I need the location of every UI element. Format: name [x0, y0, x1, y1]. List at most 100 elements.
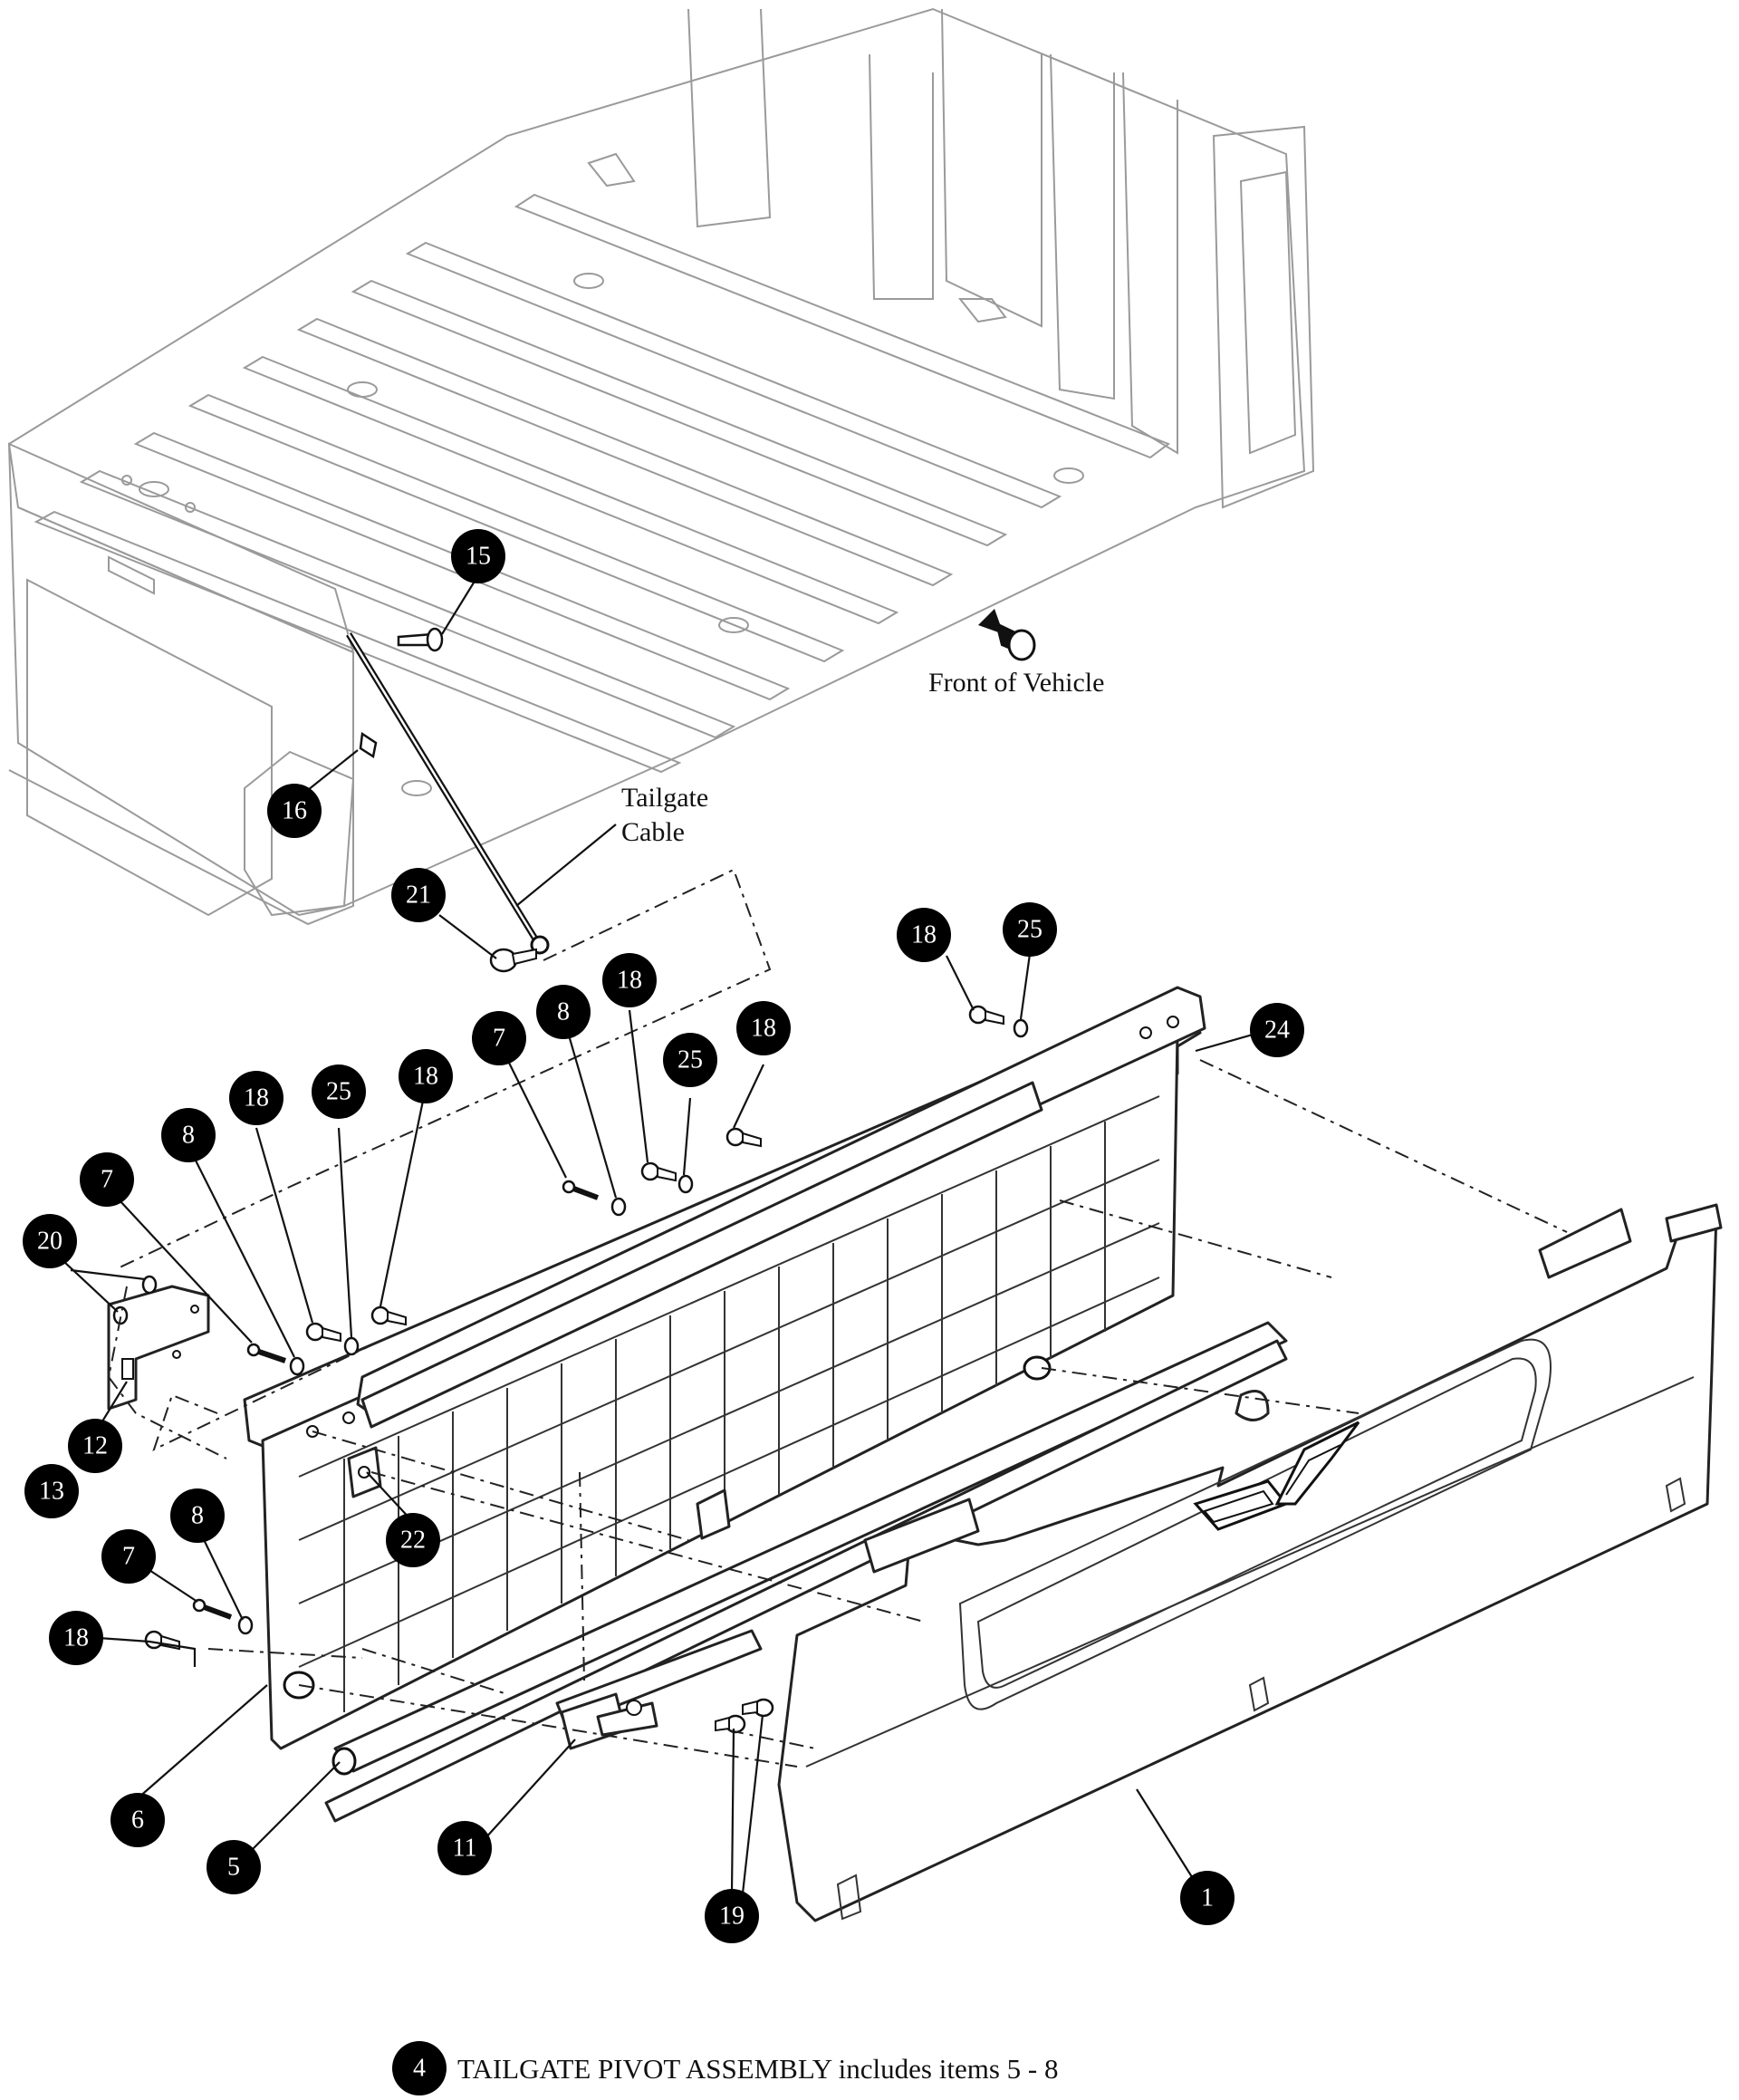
bed-right-post — [1212, 125, 1315, 509]
cargo-bed-drawing — [7, 7, 1315, 926]
washer-icon — [289, 1356, 305, 1376]
tailgate-outer-panel — [777, 1203, 1723, 1922]
callout-15: 15 — [451, 529, 505, 583]
callout-18: 18 — [602, 953, 657, 1007]
washer-icon — [343, 1336, 360, 1356]
callout-number: 25 — [326, 1078, 351, 1106]
callout-1: 1 — [1180, 1871, 1235, 1925]
callout-19: 19 — [705, 1889, 759, 1943]
callout-18: 18 — [229, 1071, 283, 1125]
callout-number: 1 — [1201, 1884, 1214, 1912]
bed-left-rail — [7, 442, 355, 926]
brand-emblem-icon — [1193, 1421, 1360, 1531]
callout-number: 6 — [131, 1806, 144, 1835]
callout-circle — [49, 1611, 103, 1665]
callout-circle — [312, 1064, 366, 1119]
callout-circle — [602, 953, 657, 1007]
callout-number: 7 — [493, 1025, 505, 1053]
callout-number: 8 — [557, 998, 570, 1026]
callout-number: 11 — [453, 1835, 477, 1863]
callout-leader-lines — [62, 574, 1260, 1894]
callout-circle — [23, 1214, 77, 1268]
callout-circle — [736, 1001, 791, 1055]
callout-number: 13 — [39, 1478, 64, 1506]
assembly-dashed-lines — [107, 868, 1568, 1768]
callout-13: 13 — [24, 1464, 79, 1518]
callout-circle — [101, 1529, 156, 1584]
screw-18-icon — [640, 1161, 677, 1182]
cable-pin-15-icon — [397, 627, 444, 652]
callout-circle — [68, 1419, 122, 1473]
hardware-group — [112, 1005, 1029, 1651]
callout-8: 8 — [161, 1108, 216, 1162]
callout-circle — [386, 1513, 440, 1567]
callout-number: 8 — [191, 1502, 204, 1530]
callout-16: 16 — [267, 784, 322, 838]
callout-7: 7 — [80, 1152, 134, 1207]
washer-icon — [677, 1174, 694, 1194]
tailgate-cable-label-line1: Tailgate — [621, 783, 708, 813]
callout-number: 16 — [282, 797, 307, 825]
bolt-7-icon — [192, 1598, 233, 1620]
callout-circle — [161, 1108, 216, 1162]
bed-floor-bosses — [139, 273, 1084, 796]
assembly-note: 4 TAILGATE PIVOT ASSEMBLY includes items… — [392, 2041, 1058, 2095]
callout-6: 6 — [110, 1793, 165, 1847]
callout-circle — [1250, 1003, 1304, 1057]
callout-number: 7 — [101, 1166, 113, 1194]
washer-icon — [237, 1615, 254, 1635]
callout-8: 8 — [170, 1488, 225, 1543]
washer-icon — [610, 1197, 627, 1217]
callout-24: 24 — [1250, 1003, 1304, 1057]
callout-18: 18 — [736, 1001, 791, 1055]
callout-number: 18 — [911, 921, 937, 949]
note-text: TAILGATE PIVOT ASSEMBLY includes items 5… — [457, 2053, 1058, 2085]
callout-7: 7 — [101, 1529, 156, 1584]
tailgate-inner-frame — [243, 986, 1206, 1750]
cable-pin-16-icon — [359, 731, 378, 759]
callout-18: 18 — [49, 1611, 103, 1665]
callout-21: 21 — [391, 868, 446, 922]
callout-circle — [663, 1033, 717, 1087]
callout-25: 25 — [312, 1064, 366, 1119]
latch-handle-assembly — [555, 1629, 763, 1750]
callout-number: 18 — [751, 1015, 776, 1043]
tailgate-inner-grid — [298, 1095, 1160, 1712]
screw-18-icon — [968, 1005, 1004, 1026]
callout-22: 22 — [386, 1513, 440, 1567]
callout-number: 22 — [400, 1527, 426, 1555]
callout-circle — [705, 1889, 759, 1943]
callout-circle — [24, 1464, 79, 1518]
callout-20: 20 — [23, 1214, 77, 1268]
callout-number: 21 — [406, 881, 431, 910]
washer-icon — [141, 1275, 158, 1295]
front-of-vehicle-arrow-icon — [978, 609, 1036, 661]
note-number: 4 — [413, 2055, 426, 2083]
callout-11: 11 — [437, 1821, 492, 1875]
side-bracket — [107, 1285, 210, 1411]
callout-circle — [897, 908, 951, 962]
callout-8: 8 — [536, 985, 591, 1039]
front-of-vehicle-label: Front of Vehicle — [928, 668, 1104, 698]
callout-number: 18 — [63, 1624, 89, 1652]
callout-number: 7 — [122, 1543, 135, 1571]
tailgate-cable-leader — [515, 824, 617, 907]
callout-circle — [1003, 902, 1057, 957]
callout-25: 25 — [1003, 902, 1057, 957]
callout-25: 25 — [663, 1033, 717, 1087]
screw-18-icon — [370, 1305, 407, 1326]
callout-circle — [536, 985, 591, 1039]
callout-circle — [472, 1011, 526, 1065]
callout-circle — [391, 868, 446, 922]
callout-circle — [1180, 1871, 1235, 1925]
callout-number: 25 — [677, 1046, 703, 1074]
callout-18: 18 — [897, 908, 951, 962]
callout-number: 20 — [37, 1228, 62, 1256]
callout-circle — [437, 1821, 492, 1875]
bed-front-wall — [587, 8, 1178, 455]
callout-number: 18 — [244, 1084, 269, 1113]
bolt-7-icon — [562, 1180, 600, 1200]
callout-number: 5 — [227, 1854, 240, 1882]
cable-screw-21-icon — [489, 948, 537, 973]
